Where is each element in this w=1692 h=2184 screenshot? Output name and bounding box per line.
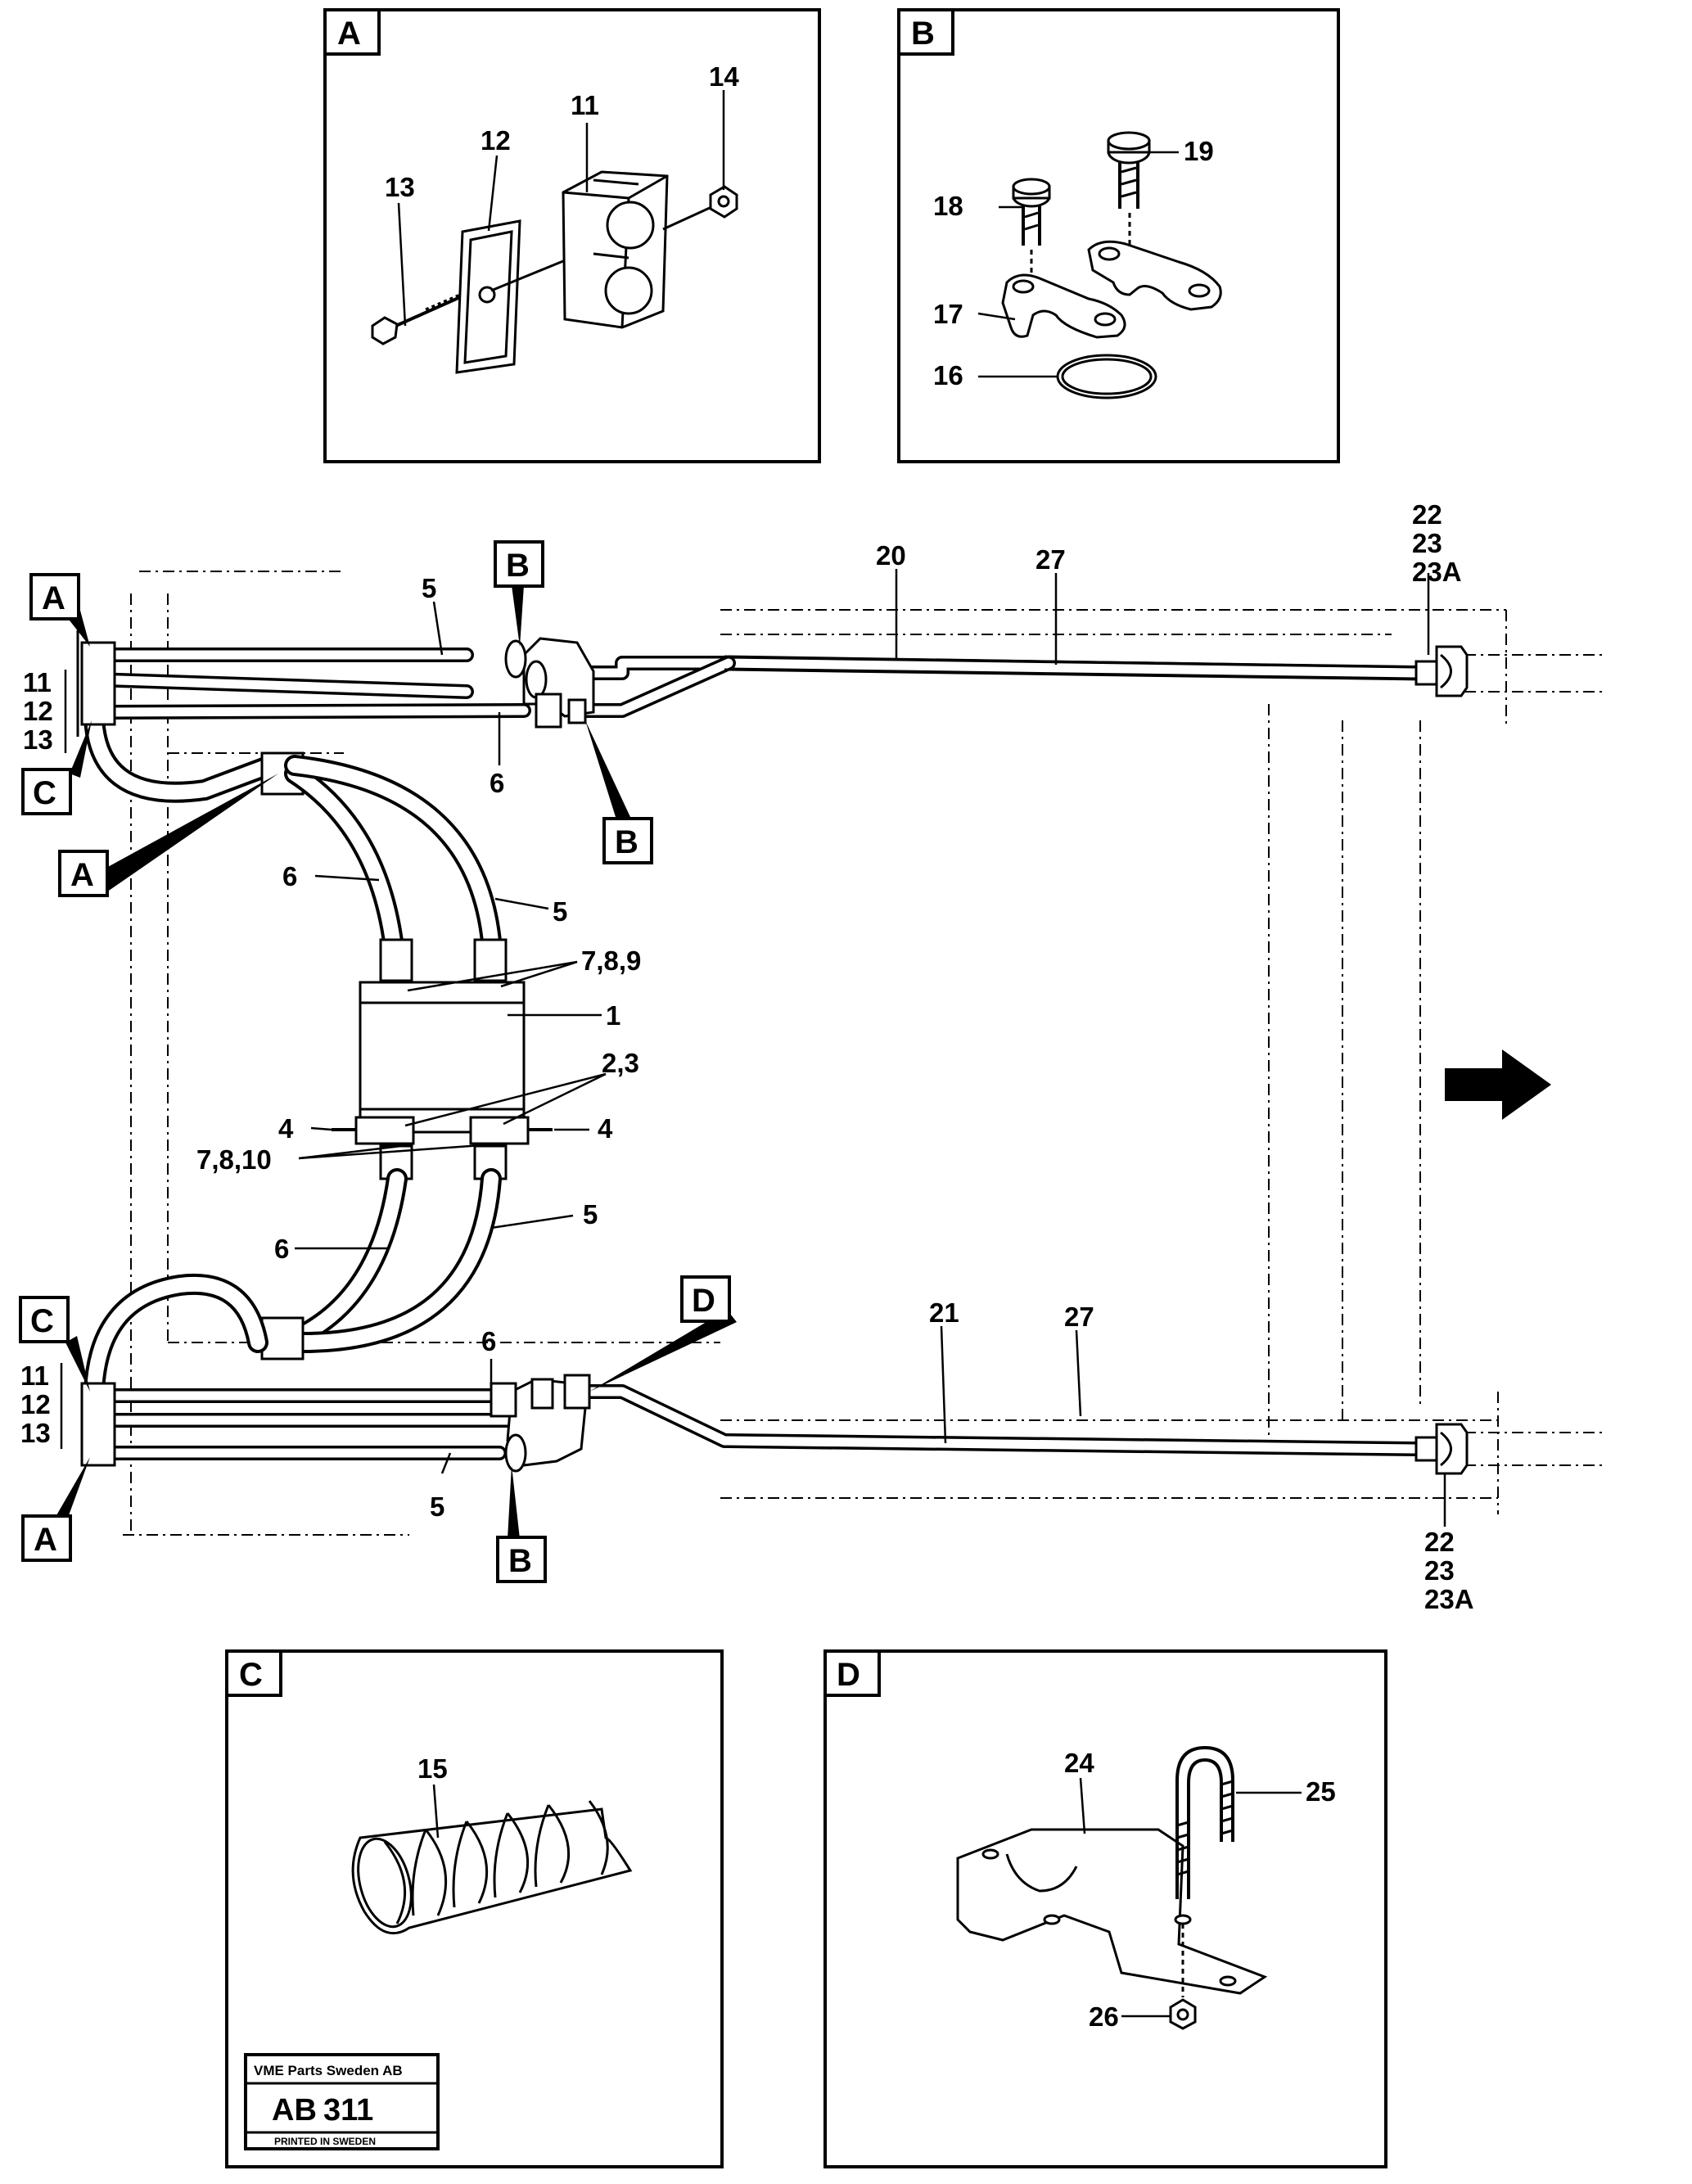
label-14: 14 (709, 61, 739, 92)
callout-a-top: A (29, 573, 90, 647)
label-18: 18 (933, 191, 963, 221)
label-23a-top: 23A (1412, 557, 1462, 587)
callout-a-bottom: A (21, 1457, 90, 1562)
pump-unit-1 (359, 1001, 526, 1111)
label-20: 20 (876, 540, 906, 571)
arrow-right-icon (1445, 1049, 1551, 1120)
svg-text:B: B (506, 548, 530, 584)
callout-b-top: B (494, 540, 544, 647)
svg-text:A: A (42, 580, 65, 616)
label-15: 15 (417, 1753, 448, 1784)
callout-d: D (589, 1275, 737, 1392)
svg-text:A: A (34, 1522, 57, 1558)
title-block-printed: PRINTED IN SWEDEN (274, 2136, 376, 2147)
detail-a-tag: A (337, 16, 361, 52)
label-5-lower: 5 (583, 1199, 598, 1230)
label-6-top: 6 (490, 768, 504, 798)
detail-b-panel: B 18 19 17 16 (897, 8, 1340, 463)
label-5-top: 5 (422, 573, 436, 603)
label-6-lower: 6 (274, 1234, 289, 1264)
callout-a-mid: A (58, 774, 278, 897)
o-ring-16 (1056, 354, 1157, 399)
nut-14 (709, 185, 738, 219)
detail-c-tag: C (239, 1657, 263, 1693)
label-6-bottom: 6 (481, 1326, 496, 1356)
title-block: VME Parts Sweden AB AB 311 PRINTED IN SW… (244, 2053, 440, 2150)
label-23-bottom: 23 (1424, 1555, 1455, 1586)
callout-b-mid: B (585, 720, 653, 864)
label-11-bottom: 11 (20, 1360, 49, 1391)
label-16: 16 (933, 360, 963, 390)
callout-b-bottom: B (496, 1465, 547, 1583)
label-13: 13 (385, 172, 415, 202)
u-bolt-25 (1175, 1745, 1234, 1899)
label-12-top: 12 (23, 696, 53, 726)
clamp-bottom-left (80, 1382, 116, 1467)
label-5-upper: 5 (553, 896, 567, 927)
detail-c-panel: C 15 VME Parts Sweden AB AB 311 PRINT (225, 1649, 724, 2168)
clamp-top-left (80, 641, 116, 726)
detail-d-tag: D (837, 1657, 860, 1693)
clamp-a-lower (260, 1316, 305, 1360)
label-2-3: 2,3 (602, 1048, 639, 1078)
label-17: 17 (933, 299, 963, 329)
label-21: 21 (929, 1297, 959, 1328)
label-27-top: 27 (1036, 544, 1066, 575)
svg-text:A: A (70, 857, 94, 893)
title-block-company: VME Parts Sweden AB (254, 2063, 403, 2078)
spiral-guard-15 (351, 1800, 633, 1935)
svg-text:D: D (692, 1283, 715, 1319)
label-6-upper: 6 (282, 861, 297, 891)
label-19: 19 (1184, 136, 1214, 166)
label-22-top: 22 (1412, 499, 1442, 530)
label-7-8-10: 7,8,10 (196, 1144, 272, 1175)
main-assembly: A B C B A C D (19, 499, 1604, 1614)
label-12: 12 (481, 125, 511, 156)
svg-text:B: B (508, 1543, 532, 1579)
svg-text:C: C (30, 1303, 54, 1339)
label-12-bottom: 12 (20, 1389, 51, 1419)
label-24: 24 (1064, 1748, 1094, 1778)
label-4-right: 4 (598, 1113, 613, 1144)
callout-c-top: C (21, 720, 92, 815)
detail-a-panel: A 13 12 11 14 (323, 8, 821, 463)
svg-text:B: B (615, 824, 638, 860)
label-13-top: 13 (23, 724, 53, 755)
title-block-code-number: 311 (323, 2093, 373, 2128)
flange-half-17b (1087, 240, 1222, 311)
label-26: 26 (1089, 2001, 1119, 2032)
label-4-left: 4 (278, 1113, 294, 1144)
label-23a-bottom: 23A (1424, 1584, 1474, 1614)
label-11: 11 (571, 90, 599, 120)
nut-26 (1169, 1998, 1197, 2030)
svg-text:C: C (33, 775, 56, 811)
flange-half-17a (1001, 273, 1126, 339)
label-22-bottom: 22 (1424, 1527, 1455, 1557)
bolt-13-head (371, 316, 399, 345)
label-13-bottom: 13 (20, 1418, 51, 1448)
detail-d-panel: D 24 25 26 (823, 1649, 1387, 2168)
label-7-8-9: 7,8,9 (581, 945, 641, 976)
label-25: 25 (1306, 1776, 1336, 1807)
callout-c-bottom: C (19, 1296, 90, 1392)
title-block-code-prefix: AB (272, 2093, 317, 2128)
label-27-bottom: 27 (1064, 1302, 1094, 1332)
detail-b-tag: B (911, 16, 935, 52)
label-11-top: 11 (23, 667, 52, 697)
label-1: 1 (606, 1000, 620, 1031)
label-23-top: 23 (1412, 528, 1442, 558)
label-5-bottom: 5 (430, 1491, 444, 1522)
